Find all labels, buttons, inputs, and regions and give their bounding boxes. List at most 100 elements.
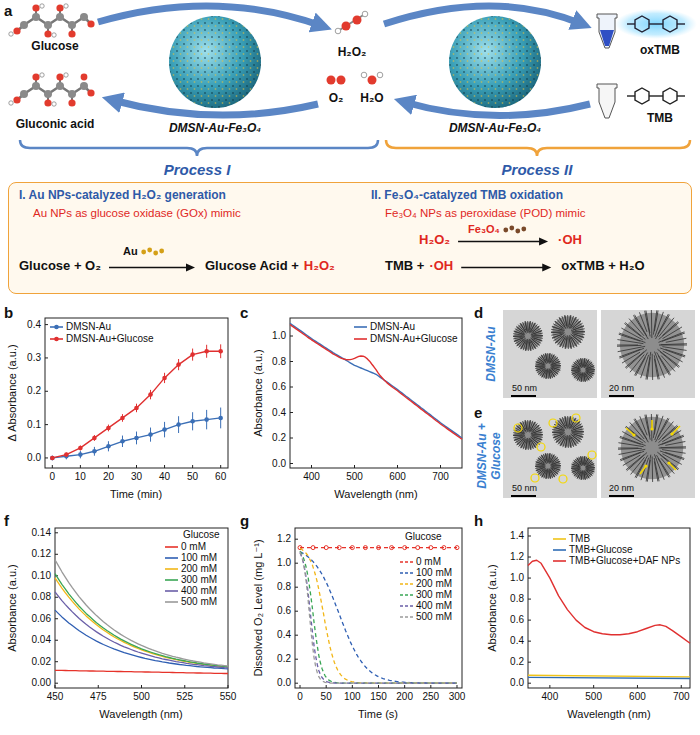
particle-fiber <box>569 339 571 349</box>
axis-tick <box>593 685 594 688</box>
tick-label: 0.14 <box>32 527 51 539</box>
sphere-texture <box>449 16 541 108</box>
particle-fiber <box>564 315 567 327</box>
tick-label: 550 <box>220 691 237 703</box>
molecule-label: O₂ <box>329 92 344 106</box>
reaction-arrow <box>109 267 187 269</box>
legend-text: TMB <box>569 533 590 544</box>
particle-fiber <box>569 437 571 448</box>
particle-fiber <box>646 415 650 437</box>
tem-particle <box>618 414 686 482</box>
axis-title: Absorbance (a.u.) <box>252 349 265 436</box>
process-brace <box>20 140 378 156</box>
tick-label: 0 <box>297 691 303 703</box>
particle-fiber <box>551 332 563 333</box>
particle-fiber <box>553 464 561 465</box>
tick-label: 600 <box>389 471 406 483</box>
tick-label: 150 <box>370 691 387 703</box>
legend-sample <box>354 326 367 328</box>
data-marker <box>324 546 328 550</box>
axis-tick <box>55 532 58 533</box>
legend-text: 400 mM <box>416 600 452 611</box>
particle-fiber <box>571 370 579 371</box>
particle-fiber <box>534 333 543 335</box>
panel-letter: d <box>474 304 483 321</box>
axis-tick <box>549 685 550 688</box>
particle-fiber <box>527 321 528 333</box>
axis-title: Time (s) <box>358 708 398 721</box>
particle-label: DMSN-Au-Fe₃O₄ <box>167 122 263 136</box>
reaction-arrow <box>458 241 540 243</box>
legend-text: 300 mM <box>416 589 452 600</box>
legend-text: DMSN-Au <box>66 321 111 332</box>
reaction-arrowhead <box>542 263 551 271</box>
axis-tick <box>290 438 293 439</box>
particle-fiber <box>575 329 585 331</box>
molecule-label: Glucose <box>31 40 78 54</box>
tem-particle <box>617 310 687 380</box>
particle-fiber <box>552 334 564 339</box>
particle-fiber <box>551 465 561 466</box>
tick-label: 525 <box>176 691 193 703</box>
axis-tick <box>397 465 398 468</box>
particle-fiber <box>549 471 550 479</box>
particle-fiber <box>584 473 585 480</box>
panel-letter: b <box>4 304 13 321</box>
tick-label: 0.0 <box>277 677 291 689</box>
panel-letter: a <box>4 2 12 19</box>
data-marker <box>106 444 111 449</box>
particle-fiber <box>662 333 685 341</box>
particle-fiber <box>620 438 641 445</box>
particle-fiber <box>532 430 542 434</box>
nanoparticle-dot <box>521 227 526 232</box>
axis-tick <box>52 465 53 468</box>
sphere-texture <box>169 16 261 108</box>
nanoparticle-dot <box>159 249 164 254</box>
highlight-arrow-tip <box>667 461 670 464</box>
particle-fiber <box>636 357 646 376</box>
data-marker <box>120 416 125 421</box>
tick-label: 700 <box>432 471 449 483</box>
axis-tick <box>295 563 298 564</box>
particle-fiber <box>551 332 561 333</box>
particle-fiber <box>531 330 542 335</box>
data-line <box>290 325 462 440</box>
axis-tick <box>45 391 48 392</box>
particle-fiber <box>569 335 574 348</box>
nanoparticle-dot <box>515 229 520 234</box>
tick-label: 0.6 <box>272 381 286 393</box>
axis-tick <box>528 662 531 663</box>
data-marker <box>50 456 55 461</box>
molecule-label: oxTMB <box>640 44 680 58</box>
particle-fiber <box>569 435 574 447</box>
particle-fiber <box>662 436 684 444</box>
axis-tick <box>528 578 531 579</box>
step-heading: I. Au NPs-catalyzed H₂O₂ generation <box>19 189 226 203</box>
data-marker <box>78 452 83 457</box>
tick-label: 0.6 <box>277 605 291 617</box>
axis-tick <box>290 412 293 413</box>
axis-title: Δ Absorbance (a.u.) <box>6 344 19 441</box>
h2o-molecule <box>361 72 383 84</box>
axis-tick <box>290 387 293 388</box>
particle-fiber <box>573 326 584 330</box>
scale-label: 50 nm <box>512 483 537 493</box>
particle-fiber <box>549 370 551 379</box>
particle-fiber <box>618 346 645 351</box>
tick-label: 0.2 <box>27 386 41 398</box>
particle-fiber <box>535 366 543 367</box>
axis-tick <box>55 640 58 641</box>
particle-fiber <box>549 470 551 479</box>
axis-tick <box>528 557 531 558</box>
molecule-label: TMB <box>647 112 673 126</box>
particle-fiber <box>636 460 646 478</box>
axis-tick <box>681 685 682 688</box>
legend-text: 200 mM <box>416 578 452 589</box>
axis-tick <box>295 635 298 636</box>
particle-fiber <box>529 438 533 449</box>
particle-fiber <box>666 338 687 342</box>
axis-tick <box>295 611 298 612</box>
particle-fiber <box>571 426 583 431</box>
data-marker <box>350 546 354 550</box>
particle-fiber <box>588 466 595 467</box>
